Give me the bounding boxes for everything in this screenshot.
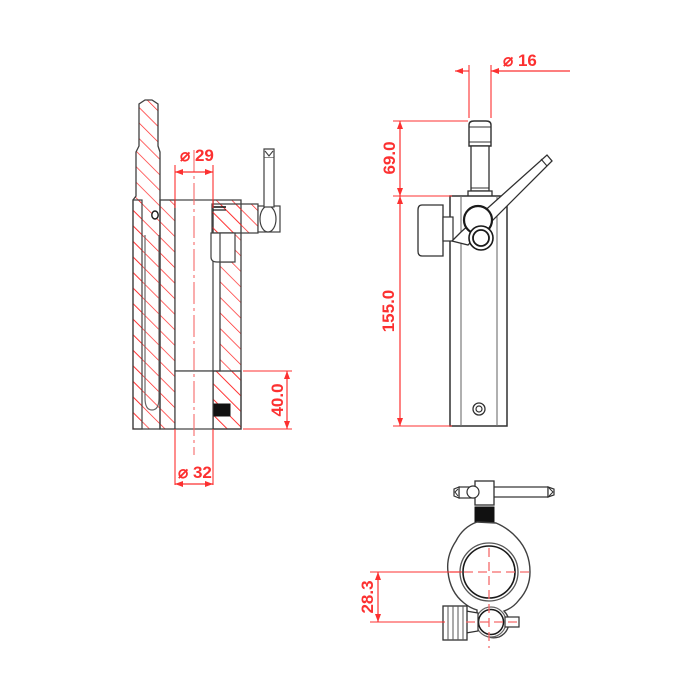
dimension-len-40-label: 40.0	[268, 383, 287, 416]
top-shank-block	[474, 506, 495, 523]
dimension-len-28-3-label: 28.3	[358, 580, 377, 613]
dimension-dia-16-label: ⌀ 16	[503, 51, 537, 70]
section-seal-block	[213, 403, 231, 417]
front-knurled-knob	[417, 204, 454, 257]
dimension-len-155-label: 155.0	[379, 290, 398, 333]
dimension-len-155: 155.0	[379, 196, 452, 427]
dimension-dia-32: ⌀ 32	[174, 429, 214, 487]
dimension-dia-29: ⌀ 29	[174, 146, 214, 208]
section-inner-slot	[144, 235, 160, 411]
top-t-handle	[453, 480, 555, 506]
dimension-len-40: 40.0	[243, 370, 292, 430]
top-view-bottom: 28.3	[358, 480, 555, 648]
top-knurled-adjuster	[442, 605, 479, 641]
dimension-len-69-label: 69.0	[380, 141, 399, 174]
front-lower-pivot	[468, 225, 494, 251]
dimension-dia-16: ⌀ 16	[455, 51, 570, 118]
top-view-centerlines	[450, 548, 530, 648]
front-plunger-cap	[468, 120, 492, 147]
front-bottom-hole	[472, 402, 486, 416]
dimension-len-69: 69.0	[380, 120, 468, 197]
section-view-left: ⌀ 29 ⌀ 32 40.0	[132, 99, 292, 487]
front-view-right: ⌀ 16 69.0 155.0	[379, 51, 570, 427]
dimension-len-28-3: 28.3	[358, 571, 462, 623]
section-body-left-wall	[159, 199, 176, 430]
dimension-dia-32-label: ⌀ 32	[178, 463, 212, 482]
front-plunger-shaft	[470, 145, 490, 192]
section-left-wall	[132, 199, 143, 430]
dimension-dia-29-label: ⌀ 29	[180, 146, 214, 165]
section-clamp-screw	[210, 148, 281, 263]
section-pin-hole	[151, 210, 159, 220]
